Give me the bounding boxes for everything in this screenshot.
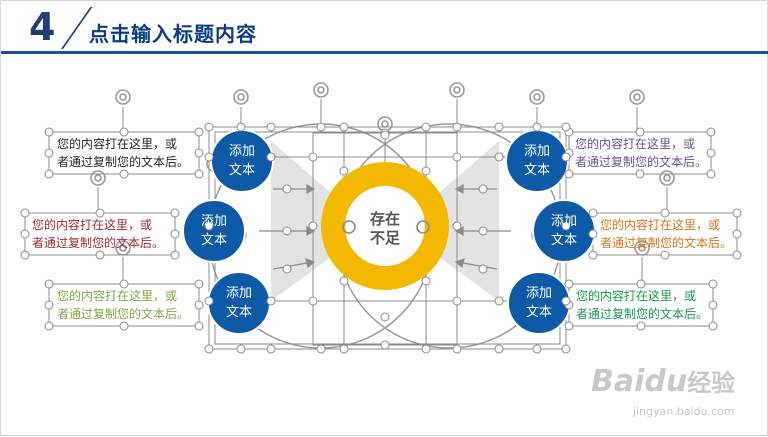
watermark-url: jingyan.baidu.com [633, 405, 735, 418]
node-label-left-bottom[interactable]: 添加文本 [225, 286, 252, 320]
right-wedge-shape [424, 141, 499, 301]
rotate-handle-icon [629, 89, 645, 105]
text-box-right-top[interactable]: 您的内容打在这里，或者通过复制您的文本后。 [575, 137, 708, 169]
rotate-handle-icon [313, 82, 329, 98]
text-box-right-mid[interactable]: 您的内容打在这里，或者通过复制您的文本后。 [600, 218, 733, 250]
text-box-right-bottom[interactable]: 您的内容打在这里，或者通过复制您的文本后。 [576, 289, 709, 321]
watermark-logo: Baidu经验 [591, 364, 736, 399]
rotate-handle-icon [90, 170, 106, 186]
rotate-handle-icon [115, 89, 131, 105]
node-label-right-top[interactable]: 添加文本 [523, 144, 550, 178]
rotate-handle-icon [449, 82, 465, 98]
rotate-handle-icon [659, 170, 675, 186]
node-label-right-bottom[interactable]: 添加文本 [525, 286, 552, 320]
node-label-right-mid[interactable]: 添加文本 [550, 214, 577, 248]
section-number: 4 [29, 5, 56, 49]
rotate-handle-icon [529, 89, 545, 105]
left-wedge-shape [271, 141, 346, 301]
header-rule [1, 51, 768, 54]
text-box-left-bottom[interactable]: 您的内容打在这里，或者通过复制您的文本后。 [57, 289, 190, 321]
rotate-handle-icon [115, 240, 131, 256]
rotate-handle-icon [416, 220, 430, 234]
text-box-left-top[interactable]: 您的内容打在这里，或者通过复制您的文本后。 [57, 137, 190, 169]
center-ring [321, 162, 449, 290]
node-label-left-mid[interactable]: 添加文本 [200, 214, 227, 248]
node-circle-left-mid [182, 199, 246, 263]
rotate-handle-icon [634, 240, 650, 256]
slide-title[interactable]: 点击输入标题内容 [89, 22, 257, 46]
text-box-left-mid[interactable]: 您的内容打在这里，或者通过复制您的文本后。 [32, 218, 165, 250]
rotate-handle-icon [342, 220, 356, 234]
center-label[interactable]: 存在不足 [369, 210, 400, 247]
node-label-left-top[interactable]: 添加文本 [228, 144, 255, 178]
rotate-handle-icon [233, 89, 249, 105]
